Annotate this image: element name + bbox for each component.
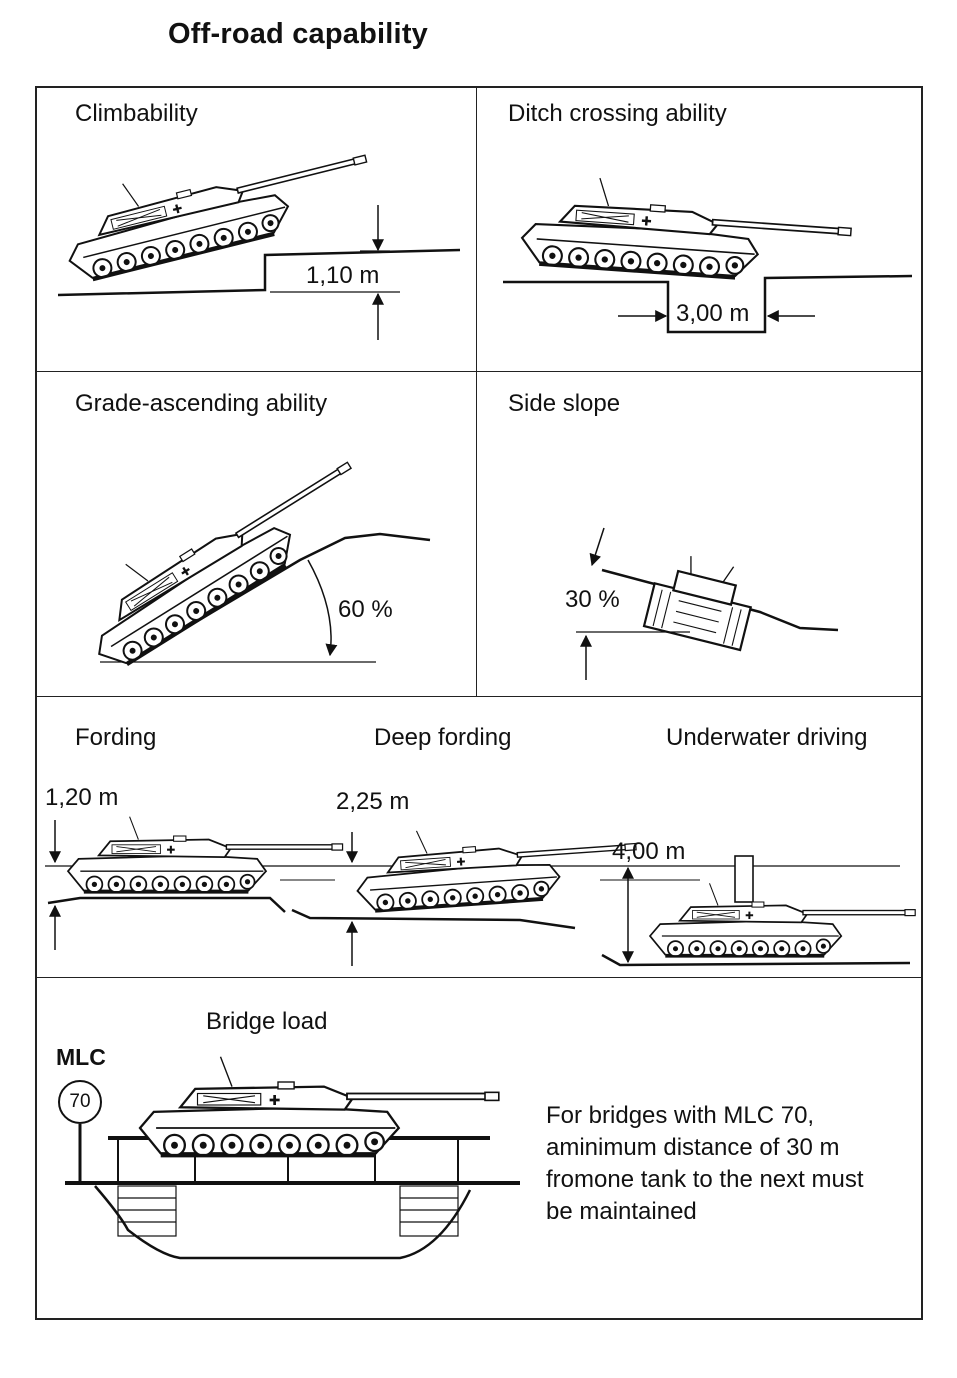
bridge-note: For bridges with MLC 70, aminimum distan… [546,1100,864,1228]
bridge-note-line: be maintained [546,1198,697,1225]
bridge-note-line: aminimum distance of 30 m [546,1134,840,1161]
side-slope-label: Side slope [508,390,621,417]
underwater-illustration [601,855,917,967]
ditch-illustration [503,171,913,334]
side-slope-dimension: 30 % [565,586,620,613]
side-slope-illustration [576,527,839,680]
climbability-illustration [53,123,461,340]
row-divider-2 [35,696,923,697]
bridge-label: Bridge load [206,1008,328,1035]
grade-dimension: 60 % [338,596,393,623]
mlc-label: MLC [56,1044,106,1070]
row-divider-1 [35,371,923,372]
climbability-label: Climbability [75,100,198,127]
underwater-dimension: 4,00 m [612,838,686,865]
mlc-sign: 70 [58,1080,102,1124]
deep-fording-dimension: 2,25 m [336,788,410,815]
fording-dimension: 1,20 m [45,784,119,811]
deep-fording-illustration [291,814,641,966]
climbability-dimension: 1,10 m [306,262,380,289]
column-divider [476,86,477,696]
row-divider-3 [35,977,923,978]
bridge-illustration [65,1054,520,1260]
deep-fording-label: Deep fording [374,724,512,751]
diagram-frame [35,86,923,1320]
underwater-label: Underwater driving [666,724,868,751]
fording-label: Fording [75,724,157,751]
grade-illustration [64,434,431,676]
bridge-note-line: For bridges with MLC 70, [546,1102,815,1129]
grade-label: Grade-ascending ability [75,390,328,417]
ditch-dimension: 3,00 m [676,300,750,327]
page-title: Off-road capability [168,18,428,50]
ditch-label: Ditch crossing ability [508,100,727,127]
bridge-note-line: fromone tank to the next must [546,1166,864,1193]
